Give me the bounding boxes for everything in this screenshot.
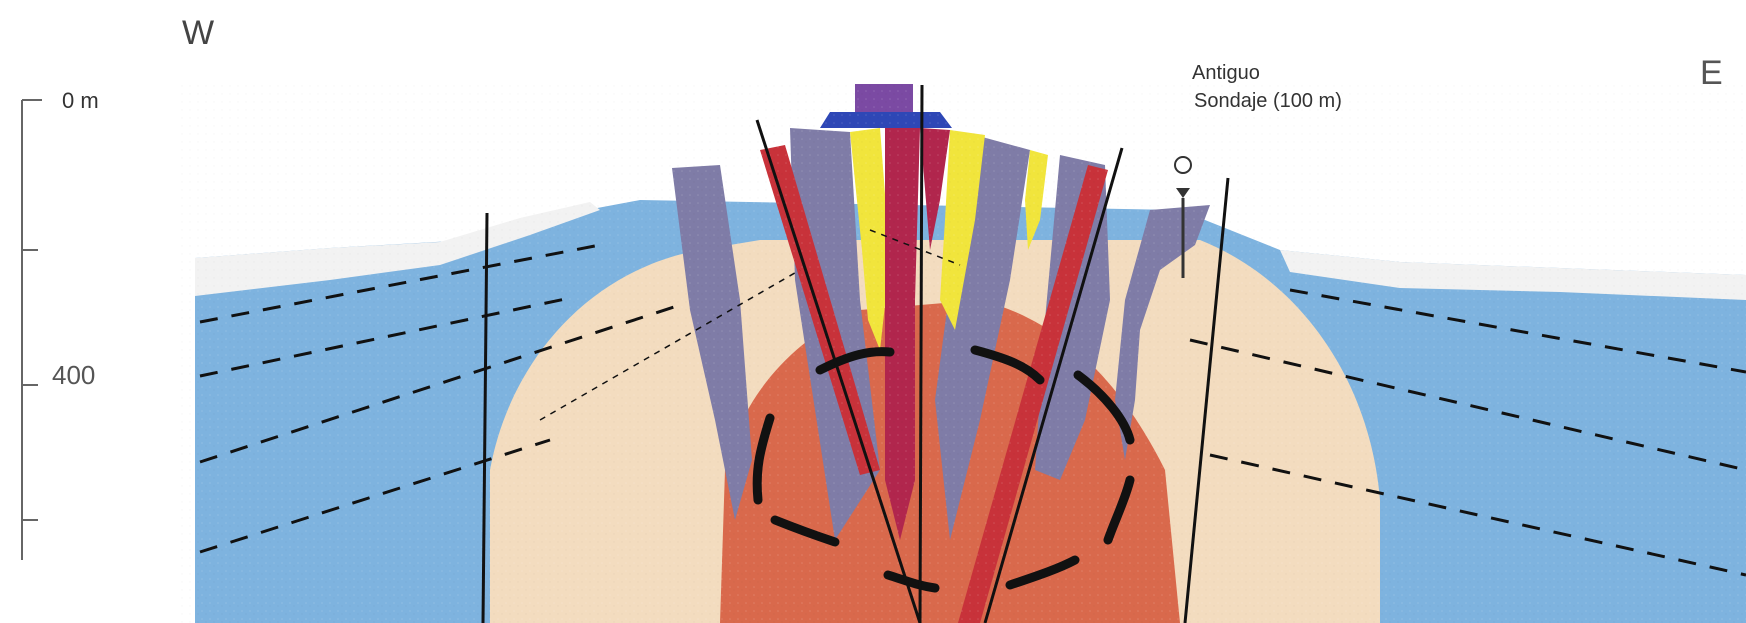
east-direction-label: E	[1700, 54, 1723, 93]
depth-label-400: 400	[52, 360, 95, 391]
west-direction-label: W	[182, 14, 214, 53]
depth-label-0m: 0 m	[62, 88, 99, 114]
depth-scale-bar	[22, 100, 42, 560]
drillhole-label-name: Antiguo	[1192, 62, 1260, 85]
drillhole-label-depth: Sondaje (100 m)	[1194, 90, 1342, 113]
